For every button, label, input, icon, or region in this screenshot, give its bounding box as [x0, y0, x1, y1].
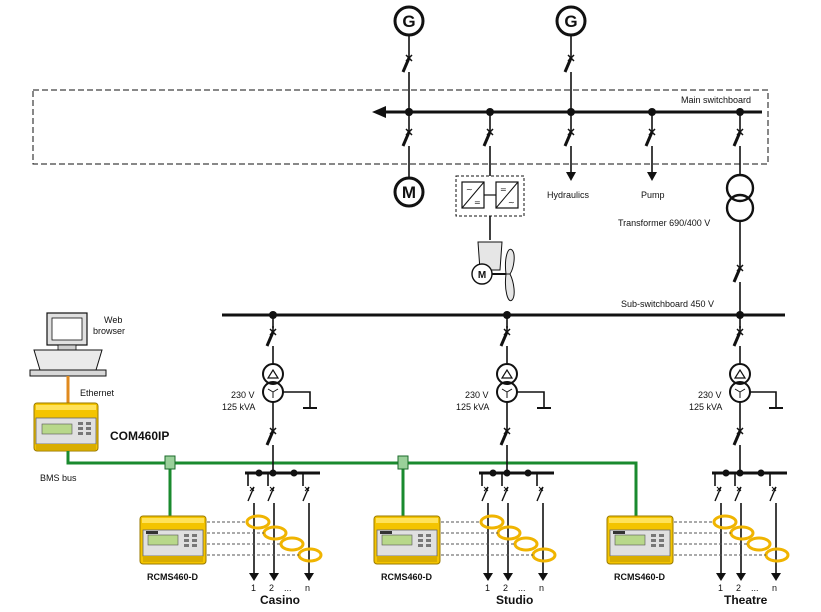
studio-voltage: 230 V — [465, 390, 489, 400]
section-theatre: 230 V 125 kVA RCMS460-D 1 2 ... n — [606, 315, 790, 607]
studio-power: 125 kVA — [456, 402, 489, 412]
casino-ch1: 1 — [251, 583, 256, 593]
main-transformer-label: Transformer 690/400 V — [618, 218, 710, 228]
main-transformer — [725, 173, 755, 223]
theatre-dots: ... — [751, 583, 759, 593]
motor-label: M — [402, 183, 416, 202]
frequency-converter: ~ = = ~ — [455, 175, 525, 217]
bms-bus — [66, 451, 638, 522]
theatre-ch2: 2 — [736, 583, 741, 593]
propulsion-motor: M — [471, 241, 515, 302]
transformer-breaker — [732, 124, 745, 152]
theatre-voltage: 230 V — [698, 390, 722, 400]
motor — [393, 176, 425, 208]
theatre-chn: n — [772, 583, 777, 593]
casino-rcms-device — [139, 515, 207, 565]
sub-switchboard-label: Sub-switchboard 450 V — [621, 299, 714, 309]
ethernet-label: Ethernet — [80, 388, 115, 398]
generator-1-breaker — [401, 50, 414, 78]
converter-breaker — [482, 124, 495, 152]
generator-1-label: G — [402, 12, 415, 31]
busbar-arrow — [372, 106, 386, 118]
hydraulics-label: Hydraulics — [547, 190, 590, 200]
studio-chn: n — [539, 583, 544, 593]
pump-label: Pump — [641, 190, 665, 200]
svg-text:=: = — [500, 185, 507, 194]
pump-arrow — [647, 172, 657, 181]
hydraulics-breaker — [563, 124, 576, 152]
web-browser-computer — [29, 312, 107, 377]
theatre-device-label: RCMS460-D — [614, 572, 666, 582]
casino-ch2: 2 — [269, 583, 274, 593]
web-browser-label-2: browser — [93, 326, 125, 336]
svg-text:=: = — [474, 198, 481, 207]
studio-ch2: 2 — [503, 583, 508, 593]
studio-device-label: RCMS460-D — [381, 572, 433, 582]
svg-text:~: ~ — [466, 185, 473, 194]
bms-bus-label: BMS bus — [40, 473, 77, 483]
motor-breaker — [401, 124, 414, 152]
web-browser-label-1: Web — [104, 315, 122, 325]
sub-feed-breaker — [732, 260, 745, 288]
casino-voltage: 230 V — [231, 390, 255, 400]
pump-breaker — [644, 124, 657, 152]
studio-rcms-device — [373, 515, 441, 565]
studio-dots: ... — [518, 583, 526, 593]
propulsion-motor-label: M — [478, 270, 486, 281]
theatre-rcms-device — [606, 515, 674, 565]
com460ip-label: COM460IP — [110, 429, 169, 443]
main-switchboard-label: Main switchboard — [681, 95, 751, 105]
studio-ch1: 1 — [485, 583, 490, 593]
svg-text:~: ~ — [508, 198, 515, 207]
generator-2-breaker — [563, 50, 576, 78]
studio-label: Studio — [496, 593, 533, 607]
com460ip-device — [33, 402, 99, 452]
theatre-ch1: 1 — [718, 583, 723, 593]
hydraulics-arrow — [566, 172, 576, 181]
theatre-power: 125 kVA — [689, 402, 722, 412]
generator-2-label: G — [564, 12, 577, 31]
section-studio: 230 V 125 kVA RCMS460-D 1 2 ... n — [373, 315, 557, 607]
theatre-label: Theatre — [724, 593, 768, 607]
section-casino: 230 V 125 kVA RCMS460-D 1 2 ... n — [139, 315, 323, 607]
casino-device-label: RCMS460-D — [147, 572, 199, 582]
casino-label: Casino — [260, 593, 300, 607]
main-switchboard-boundary — [32, 89, 769, 165]
casino-chn: n — [305, 583, 310, 593]
casino-dots: ... — [284, 583, 292, 593]
casino-power: 125 kVA — [222, 402, 255, 412]
